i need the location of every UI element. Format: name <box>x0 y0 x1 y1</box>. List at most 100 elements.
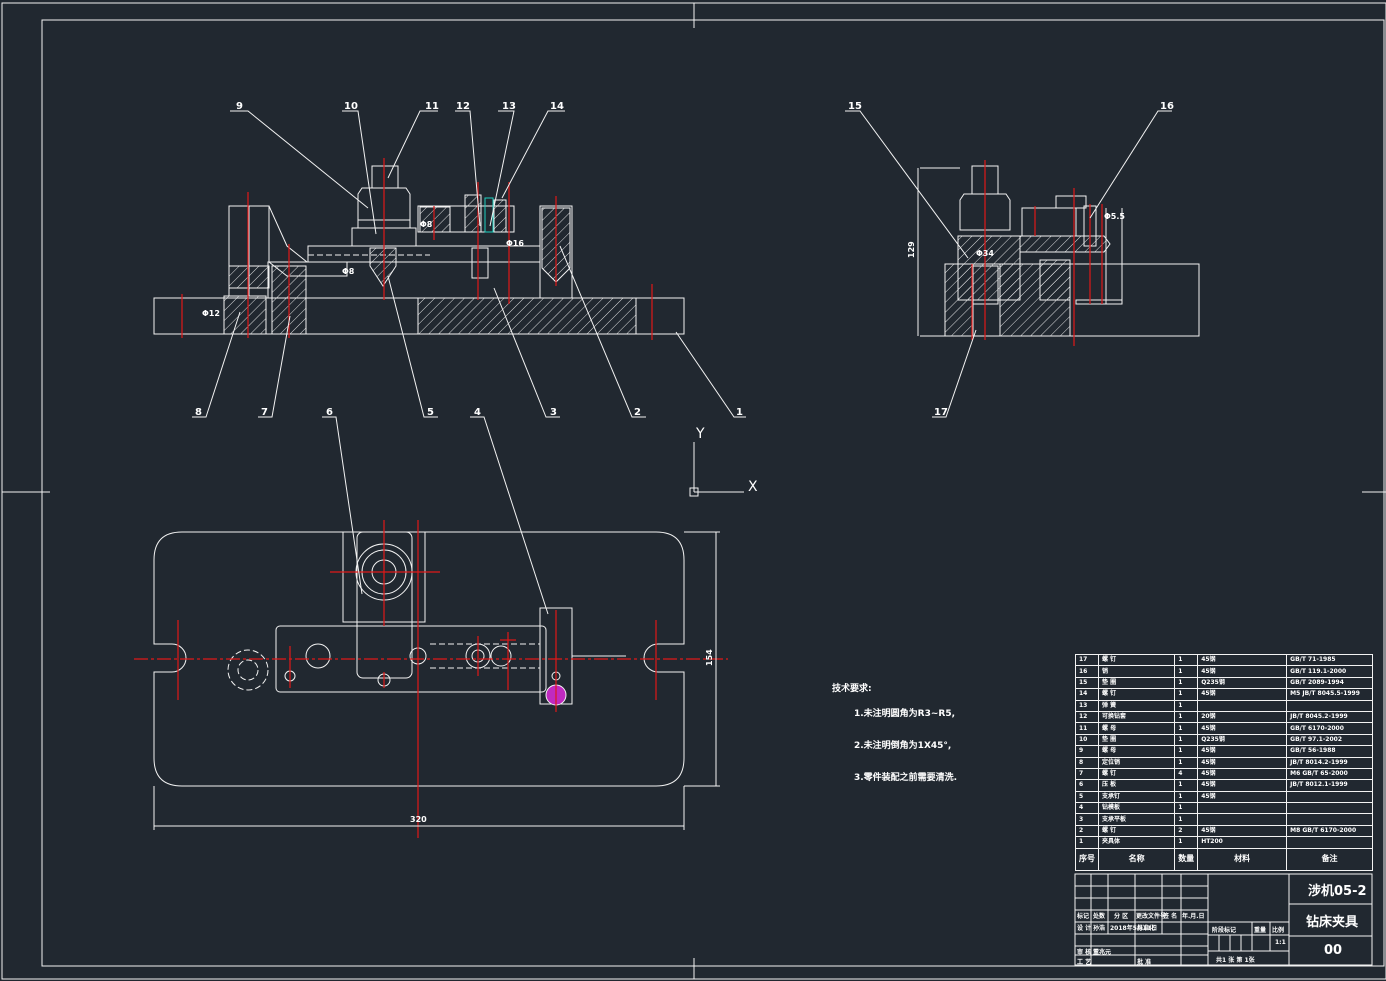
balloon-17: 17 <box>934 407 948 418</box>
ucs-x-label: X <box>748 479 758 495</box>
spring-13 <box>484 197 494 233</box>
bom-cell: 17 <box>1075 653 1099 667</box>
balloon-15: 15 <box>848 101 862 112</box>
tb-sheets: 共1 张 第 1张 <box>1216 957 1255 964</box>
top-base-plate <box>153 531 685 787</box>
drawing-number: 00 <box>1324 943 1343 958</box>
bom-cell: 45钢 <box>1197 745 1288 758</box>
bom-cell: 4 <box>1174 767 1199 781</box>
bom-header: 数量 <box>1174 847 1199 871</box>
front-view-centerlines <box>181 158 653 340</box>
tb-mark: 标记 <box>1077 913 1090 920</box>
drawing-name: 钻床夹具 <box>1306 915 1359 930</box>
bom-cell: 1 <box>1174 653 1199 667</box>
side-nut <box>959 193 1011 231</box>
bom-cell: 15 <box>1075 676 1099 690</box>
drill-plate <box>307 245 541 263</box>
tb-scale: 1:1 <box>1275 939 1286 946</box>
bom-header-row: 序号 名称 数量 材料 备注 <box>1075 847 1373 871</box>
bom-cell: 45钢 <box>1197 722 1288 735</box>
front-view-leaders <box>192 110 746 418</box>
bom-cell <box>1286 699 1373 712</box>
tb-ratio: 比例 <box>1272 927 1285 934</box>
bom-cell: 1 <box>1174 699 1199 712</box>
bom-cell: 螺 钉 <box>1097 688 1176 701</box>
bom-cell: 支承钉 <box>1097 790 1176 804</box>
bom-cell: 2 <box>1075 824 1099 838</box>
bom-cell: 6 <box>1075 779 1099 792</box>
clamp-arm <box>229 205 348 277</box>
bom-cell: 45钢 <box>1197 688 1288 701</box>
tb-sign: 签 名 <box>1163 913 1178 920</box>
bom-cell: 1 <box>1174 779 1199 792</box>
tb-process: 工 艺 <box>1077 959 1092 966</box>
bom-cell: GB/T 97.1-2002 <box>1286 733 1373 747</box>
top-view-leaders <box>322 416 549 615</box>
bom-cell: 螺 钉 <box>1097 767 1176 781</box>
bom-cell: 1 <box>1075 836 1099 849</box>
bom-cell: 20钢 <box>1197 710 1288 724</box>
bom-cell: 1 <box>1174 722 1199 735</box>
bom-cell: 16 <box>1075 665 1099 678</box>
bom-cell: M5 JB/T 8045.5-1999 <box>1286 688 1373 701</box>
bom-cell: 4 <box>1075 802 1099 815</box>
dim-side-height: 129 <box>907 241 916 258</box>
ucs-y-label: Y <box>695 426 705 442</box>
balloon-11: 11 <box>425 101 439 112</box>
bom-cell: 45钢 <box>1197 767 1288 781</box>
top-view: 320 154 6 4 <box>134 407 728 838</box>
bom-cell: 45钢 <box>1197 665 1288 678</box>
balloon-16: 16 <box>1160 101 1174 112</box>
bom-cell: 5 <box>1075 790 1099 804</box>
tb-zone: 分 区 <box>1114 913 1129 920</box>
bom-cell: 1 <box>1174 790 1199 804</box>
bom-cell: HT200 <box>1197 836 1288 849</box>
inner-frame <box>41 19 1385 967</box>
bom-cell: M8 GB/T 6170-2000 <box>1286 824 1373 838</box>
side-bushing <box>957 235 1021 301</box>
bom-cell <box>1286 813 1373 826</box>
ucs-icon: Y X <box>689 426 758 497</box>
bom-cell: 10 <box>1075 733 1099 747</box>
dim-phi5-5: Φ5.5 <box>1104 212 1125 221</box>
base-section-hatch <box>417 297 637 335</box>
bom-cell: 11 <box>1075 722 1099 735</box>
bom-cell: 夹具体 <box>1097 836 1176 849</box>
bom-cell: 垫 圈 <box>1097 676 1176 690</box>
bom-cell: 45钢 <box>1197 653 1288 667</box>
dim-phi8b: Φ8 <box>420 220 433 229</box>
bom-header: 名称 <box>1097 847 1176 871</box>
bom-cell: GB/T 6170-2000 <box>1286 722 1373 735</box>
bom-cell: 支承平板 <box>1097 813 1176 826</box>
title-block-grid <box>1074 873 1373 966</box>
dim-phi8: Φ8 <box>342 267 355 276</box>
locating-pin-bushing <box>223 295 267 335</box>
bom-header: 材料 <box>1197 847 1288 871</box>
bom-cell: 14 <box>1075 688 1099 701</box>
screw-14 <box>493 199 507 233</box>
bom-cell: 弹 簧 <box>1097 699 1176 712</box>
balloon-7: 7 <box>261 407 268 418</box>
side-view: 129 Φ34 Φ5.5 15 16 17 <box>845 101 1200 418</box>
dim-phi12: Φ12 <box>202 309 220 318</box>
bom-cell: 1 <box>1174 665 1199 678</box>
bom-cell: JB/T 8012.1-1999 <box>1286 779 1373 792</box>
support-plate <box>267 261 541 299</box>
tech-req-item: 2.未注明倒角为1X45°, <box>854 741 952 751</box>
balloon-14: 14 <box>550 101 564 112</box>
balloon-2: 2 <box>634 407 641 418</box>
stud-11 <box>371 165 399 189</box>
bom-cell: 压 板 <box>1097 779 1176 792</box>
bom-cell: 8 <box>1075 756 1099 769</box>
bom-cell: Q235钢 <box>1197 733 1288 747</box>
